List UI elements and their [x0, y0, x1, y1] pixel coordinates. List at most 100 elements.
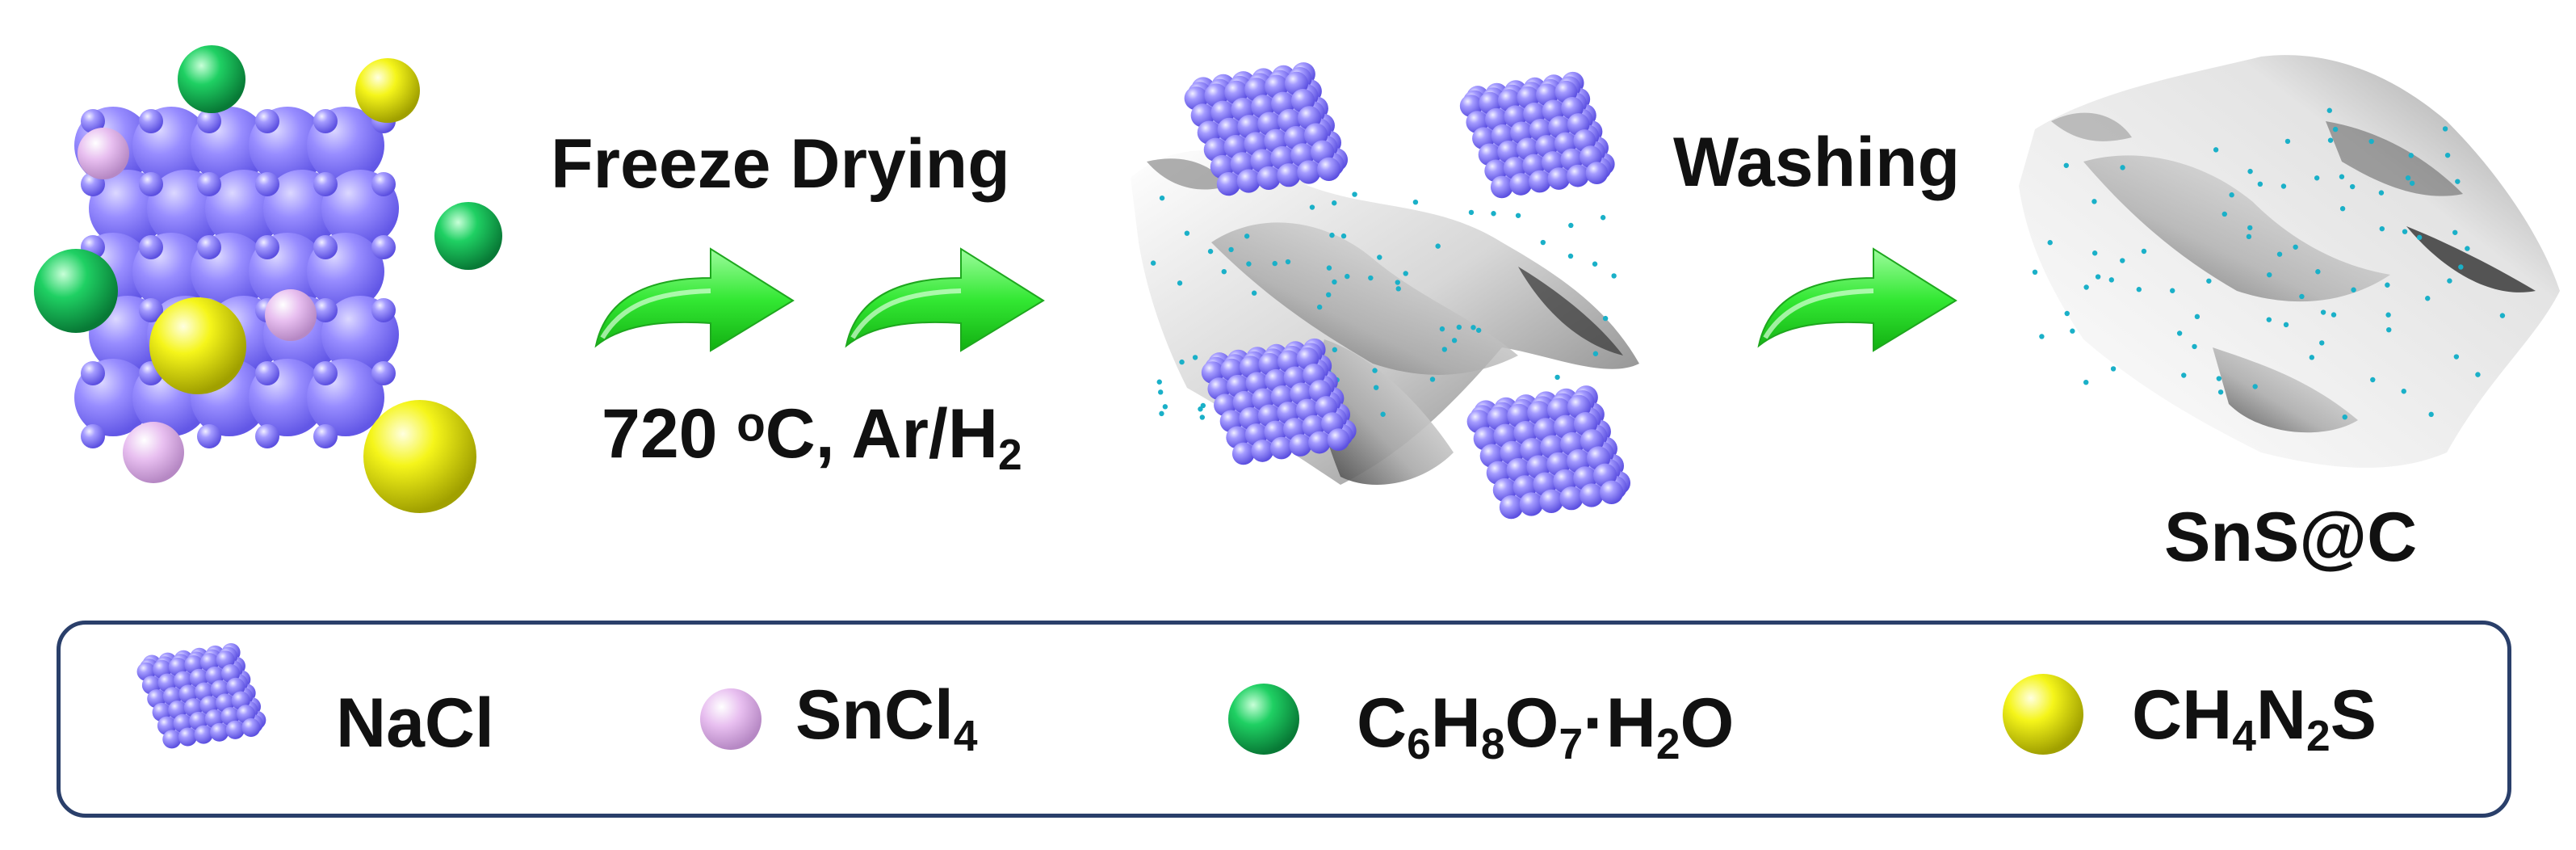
nacl-crystal-icon [1459, 71, 1615, 199]
green-sphere-legend-icon [1228, 684, 1299, 755]
legend-thiourea-label: CH4N2S [2132, 680, 2377, 758]
small-ion [255, 172, 279, 196]
citric-acid-sphere [178, 45, 245, 113]
small-ion [313, 109, 338, 133]
sns-dot [1228, 246, 1234, 253]
small-ion [371, 298, 396, 322]
sns-dot [1150, 260, 1156, 266]
sns-carbon-product [2019, 55, 2560, 468]
legend-box [57, 621, 2511, 818]
sns-dot [2332, 126, 2339, 133]
nacl-ion [1277, 163, 1301, 187]
sns-dot [2368, 138, 2374, 145]
sns-dot [2120, 258, 2125, 263]
sns-dot [2063, 162, 2069, 168]
small-ion [313, 298, 338, 322]
sns-dot [1332, 347, 1338, 353]
legend-nacl-label: NaCl [336, 684, 494, 762]
sns-dot [1373, 385, 1379, 390]
sns-dot [2378, 190, 2385, 196]
sns-dot [2314, 175, 2320, 181]
small-ion [255, 109, 279, 133]
nacl-ion [225, 720, 245, 739]
small-ion [81, 361, 105, 385]
sns-dot [2349, 183, 2356, 190]
sns-dot [2141, 248, 2147, 255]
legend-thiourea-part: 2 [2305, 712, 2331, 760]
sns-dot [2444, 152, 2451, 158]
nacl-ion [1317, 157, 1341, 181]
nacl-ion [1547, 167, 1571, 190]
sns-dot [2408, 153, 2414, 158]
small-ion [197, 172, 221, 196]
sns-dot [2320, 309, 2326, 315]
sns-dot [2247, 168, 2253, 175]
small-ion [371, 172, 396, 196]
sns-dot [1439, 326, 1445, 332]
nacl-ion [1251, 440, 1274, 462]
sns-dot [1380, 411, 1386, 417]
sns-dot [2176, 330, 2183, 336]
sns-dot [1159, 195, 1165, 201]
nacl-ion [1257, 166, 1281, 190]
condition-label: 720 ᵒC, Ar/H2 [602, 399, 1022, 477]
small-ion [139, 235, 163, 259]
sns-dot [1515, 212, 1521, 218]
sns-dot [2425, 296, 2431, 301]
sns-dot [1475, 327, 1482, 333]
sns-dot [2108, 277, 2115, 283]
legend-citric-label: C6H8O7·H2O [1357, 688, 1734, 766]
sns-dot [2276, 251, 2283, 257]
sns-dot [1272, 260, 1278, 267]
small-ion [81, 424, 105, 448]
sns-dot [2032, 269, 2038, 276]
nacl-ion [1270, 436, 1293, 460]
sns-dot [2385, 282, 2390, 288]
small-ion [255, 424, 279, 448]
sns-dot [2217, 389, 2224, 395]
sns-dot [1592, 261, 1598, 267]
sns-dot [2327, 137, 2334, 143]
sns-dot [1567, 253, 1574, 259]
sns-dot [2280, 183, 2287, 189]
legend-sncl4-main: SnCl [795, 676, 954, 754]
sns-dot [2136, 287, 2142, 292]
sns-dot [1207, 248, 1214, 255]
sns-dot [2120, 165, 2125, 170]
sns-dot [2246, 234, 2252, 240]
sns-dot [2252, 384, 2258, 389]
legend-sncl4-sub: 4 [953, 712, 978, 760]
sns-dot [1198, 406, 1203, 412]
sns-dot [2192, 343, 2197, 350]
sns-dot [1251, 290, 1257, 296]
sns-dot [2299, 293, 2305, 300]
sns-dot [1156, 379, 1162, 385]
nacl-ion [1519, 492, 1543, 516]
legend-citric-part: 7 [1559, 720, 1584, 768]
sns-dot [1162, 404, 1168, 410]
sns-dot [2402, 229, 2408, 234]
nacl-ion [1327, 428, 1350, 452]
sns-dot [1159, 410, 1164, 417]
small-ion [139, 109, 163, 133]
sns-dot [1429, 377, 1436, 382]
sns-dot [2266, 317, 2272, 322]
small-ion [139, 298, 163, 322]
small-ion [371, 235, 396, 259]
sns-dot [2385, 312, 2391, 318]
sns-dot [1200, 402, 1206, 409]
legend-citric-part: ·H [1583, 684, 1656, 762]
nacl-crystal-icon [1466, 385, 1631, 520]
sns-dot [1471, 325, 1476, 330]
small-ion [313, 235, 338, 259]
sns-dot [2458, 264, 2464, 270]
sns-nanodots-product [2032, 107, 2506, 420]
sns-dot [2283, 322, 2289, 328]
sns-dot [1345, 273, 1350, 280]
sns-dot [2379, 225, 2385, 232]
thiourea-sphere [149, 297, 246, 394]
sns-dot [2247, 225, 2253, 231]
carbon-with-nacl-template [1131, 62, 1639, 520]
sns-dot [2455, 179, 2461, 184]
sns-dot [2064, 310, 2070, 317]
